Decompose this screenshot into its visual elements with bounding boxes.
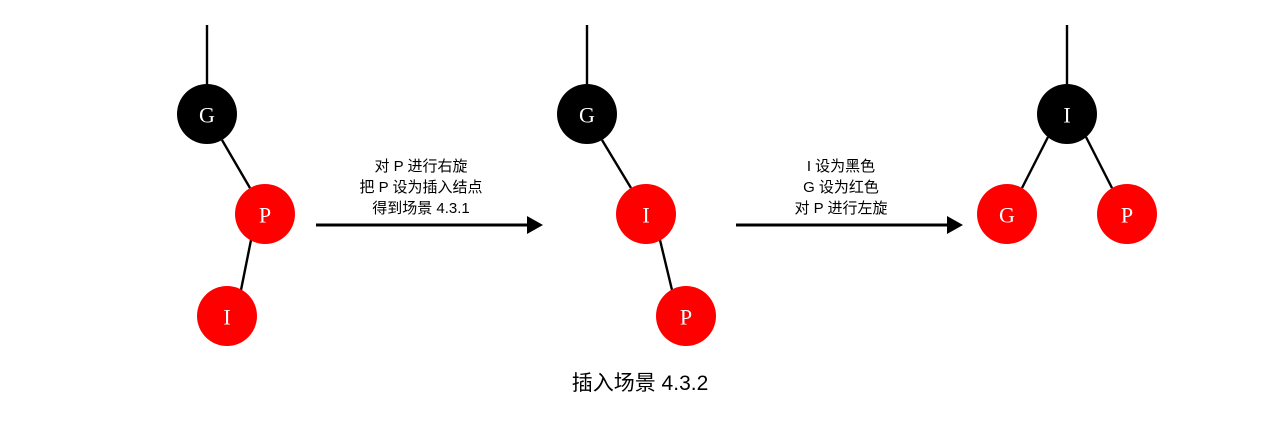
arrow-label-line-1: I 设为黑色: [807, 158, 875, 175]
arrow-head-icon: [527, 216, 543, 234]
tree-edge-i3-g3: [1020, 136, 1050, 189]
tree-edge-g1-p1: [220, 139, 252, 189]
node-label: I: [1063, 103, 1070, 128]
node-circle-red[interactable]: [977, 184, 1037, 244]
node-circle-black[interactable]: [557, 84, 617, 144]
arrow-label-line-3: 得到场景 4.3.1: [372, 200, 470, 217]
node-label: I: [223, 305, 230, 330]
tree-edge-i2-p2: [658, 239, 674, 291]
tree-after: I G P: [977, 25, 1157, 244]
tree-node[interactable]: I: [1037, 84, 1097, 144]
tree-node[interactable]: P: [235, 184, 295, 244]
tree-before: G P I: [177, 25, 295, 346]
node-label: G: [999, 203, 1015, 228]
arrow-label-line-1: 对 P 进行右旋: [374, 158, 467, 175]
arrow-label-line-2: 把 P 设为插入结点: [359, 179, 482, 196]
node-circle-red[interactable]: [616, 184, 676, 244]
arrow-label-line-2: G 设为红色: [803, 179, 879, 196]
node-circle-black[interactable]: [177, 84, 237, 144]
node-circle-red[interactable]: [197, 286, 257, 346]
trees-layer: G P I G I P I G P: [177, 25, 1157, 346]
arrow-label-line-3: 对 P 进行左旋: [794, 200, 887, 217]
node-circle-red[interactable]: [1097, 184, 1157, 244]
node-label: I: [642, 203, 649, 228]
tree-edge-i3-p3: [1084, 136, 1114, 189]
node-circle-red[interactable]: [235, 184, 295, 244]
tree-node[interactable]: I: [197, 286, 257, 346]
tree-edge-p1-i1: [239, 239, 253, 291]
tree-node[interactable]: P: [656, 286, 716, 346]
node-circle-red[interactable]: [656, 286, 716, 346]
tree-node[interactable]: G: [557, 84, 617, 144]
tree-edge-g2-i2: [600, 139, 633, 189]
arrow-head-icon: [947, 216, 963, 234]
node-circle-black[interactable]: [1037, 84, 1097, 144]
node-label: G: [579, 103, 595, 128]
tree-node[interactable]: I: [616, 184, 676, 244]
node-label: G: [199, 103, 215, 128]
figure-caption: 插入场景 4.3.2: [572, 372, 709, 395]
tree-node[interactable]: G: [977, 184, 1037, 244]
tree-node[interactable]: P: [1097, 184, 1157, 244]
tree-middle: G I P: [557, 25, 716, 346]
node-label: P: [680, 305, 692, 330]
node-label: P: [259, 203, 271, 228]
tree-node[interactable]: G: [177, 84, 237, 144]
node-label: P: [1121, 203, 1133, 228]
